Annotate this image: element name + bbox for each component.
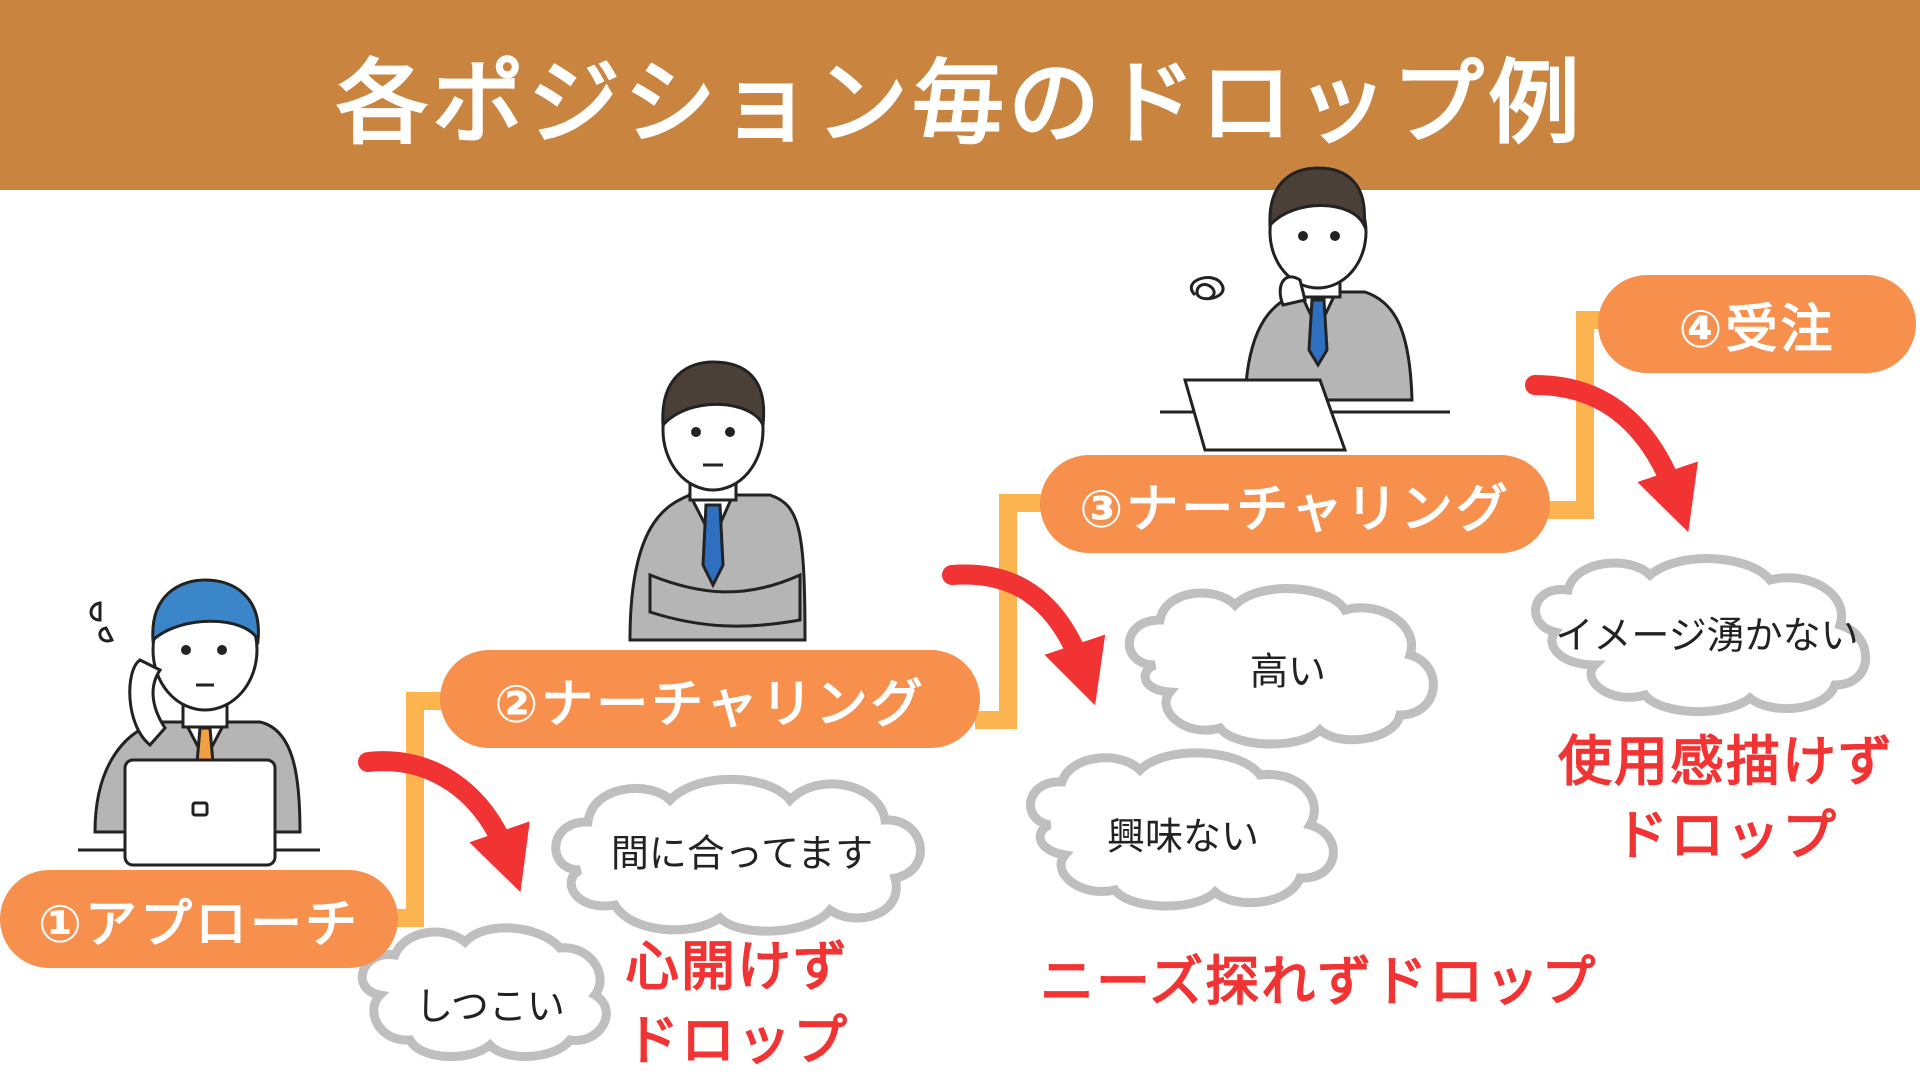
step-line — [395, 692, 455, 927]
stage-label: ①アプローチ — [37, 894, 361, 955]
objection-text: イメージ湧かない — [1555, 613, 1859, 658]
page-title: 各ポジション毎のドロップ例 — [335, 49, 1584, 157]
title-banner: 各ポジション毎のドロップ例 — [0, 0, 1920, 190]
drop-reason-line: ドロップ — [1614, 804, 1838, 867]
stage-pill-nurturing-3: ③ナーチャリング — [1040, 455, 1550, 553]
businessman-arms-crossed-icon — [628, 360, 807, 642]
objection-text: 間に合ってます — [610, 831, 874, 876]
cloud-bubble — [1124, 584, 1438, 749]
objection-text: しつこい — [415, 984, 565, 1029]
stage-label: ④受注 — [1678, 299, 1836, 360]
drop-arrow — [942, 564, 1106, 706]
cloud-bubble — [551, 774, 925, 936]
stage-pill-order: ④受注 — [1598, 275, 1916, 373]
businessman-phone-icon — [78, 578, 320, 867]
objection-text: 興味ない — [1106, 814, 1260, 859]
businessman-thinking-icon — [1160, 166, 1450, 452]
drop-arrow — [358, 751, 530, 893]
stage-pill-approach: ①アプローチ — [0, 870, 398, 968]
drop-arrow — [1525, 375, 1698, 533]
step-line — [1540, 311, 1610, 519]
objection-text: 高い — [1249, 649, 1327, 694]
cloud-bubble — [357, 923, 611, 1061]
cloud-bubble — [1026, 748, 1338, 911]
cloud-bubble — [1531, 554, 1871, 716]
stage-label: ③ナーチャリング — [1079, 479, 1511, 540]
stage-label: ②ナーチャリング — [494, 674, 926, 735]
drop-reason-line: 使用感描けず — [1558, 730, 1894, 793]
drop-reason-line: 心開けず — [625, 935, 849, 998]
drop-reason-line: ニーズ探れずドロップ — [1040, 950, 1598, 1013]
step-line — [975, 494, 1050, 729]
stage-pill-nurturing-2: ②ナーチャリング — [440, 650, 980, 748]
drop-reason: 心開けず ドロップ — [625, 930, 849, 1078]
drop-reason: 使用感描けず ドロップ — [1558, 725, 1894, 873]
drop-reason-line: ドロップ — [625, 1009, 849, 1072]
drop-reason: ニーズ探れずドロップ — [1040, 945, 1597, 1019]
